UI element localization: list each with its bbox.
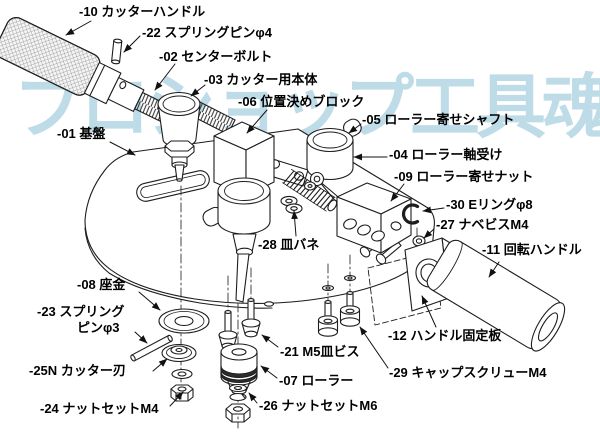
roller-nut-block — [336, 182, 412, 265]
part-label-07: -07 ローラー — [279, 373, 354, 388]
part-label-04: -04 ローラー軸受け — [389, 147, 503, 162]
spring-pin-3 — [130, 334, 173, 362]
part-label-29: -29 キャップスクリューM4 — [389, 365, 547, 380]
part-label-01: -01 基盤 — [57, 126, 106, 141]
part-label-10: -10 カッターハンドル — [79, 4, 206, 19]
washer — [158, 308, 210, 334]
rotating-handle — [426, 239, 566, 352]
roller-bearing-front — [202, 177, 271, 303]
spring-pin-4 — [111, 38, 123, 65]
part-label-22: -22 スプリングピンφ4 — [142, 25, 272, 40]
part-label-06: -06 位置決めブロック — [238, 94, 365, 109]
part-label-08: -08 座金 — [77, 277, 126, 292]
part-label-02: -02 センターボルト — [159, 49, 273, 64]
part-label-30: -30 Eリングφ8 — [446, 197, 533, 212]
part-label-24: -24 ナットセットM4 — [40, 401, 159, 416]
cap-screws-m4 — [317, 275, 361, 337]
cutter-handle — [0, 17, 176, 126]
part-label-26: -26 ナットセットM6 — [259, 398, 378, 413]
part-label-05: -05 ローラー寄せシャフト — [362, 112, 515, 127]
nut-set-m6 — [225, 383, 251, 423]
cutter-body — [157, 91, 201, 182]
e-ring — [401, 203, 420, 225]
part-label-12: -12 ハンドル固定板 — [388, 328, 502, 343]
leader-lines — [65, 20, 500, 407]
pan-screw — [412, 235, 426, 247]
cutter-blade — [161, 343, 197, 363]
roller-shaft-spring — [282, 168, 338, 212]
part-label-23: -23 スプリングピンφ3 — [37, 304, 125, 336]
nut-set-m4 — [170, 368, 194, 402]
part-label-09: -09 ローラー寄せナット — [394, 169, 534, 184]
part-label-28: -28 皿バネ — [258, 237, 320, 252]
m5-flat-screws — [218, 298, 261, 350]
part-label-27: -27 ナベビスM4 — [436, 217, 529, 232]
part-label-03: -03 カッター用本体 — [204, 72, 318, 87]
part-label-25n: -25N カッター刃 — [29, 363, 126, 378]
part-label-21: -21 M5皿ビス — [280, 344, 360, 359]
part-label-11: -11 回転ハンドル — [482, 242, 582, 257]
